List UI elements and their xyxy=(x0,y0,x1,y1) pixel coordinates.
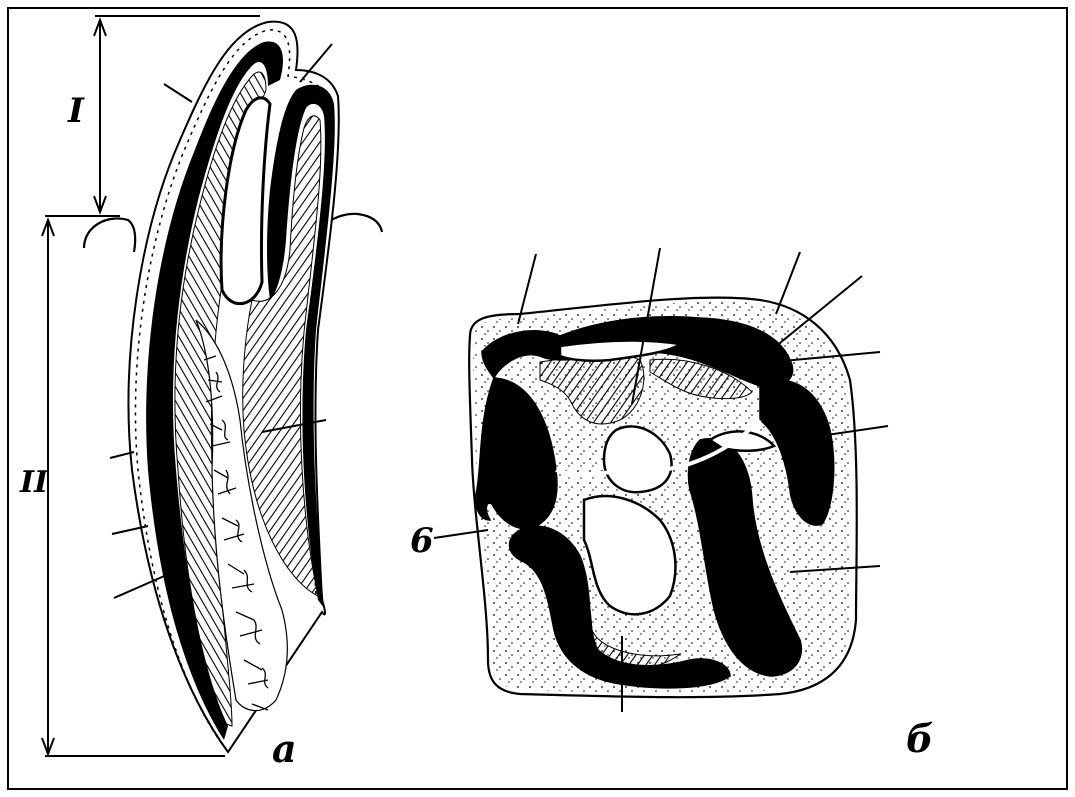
panel-b-tooth-cross-section: 6 б xyxy=(410,248,933,761)
panel-a-tooth-section: I II а xyxy=(19,16,382,771)
callout-label: 6 xyxy=(410,521,434,561)
panel-b-label: б xyxy=(906,716,933,761)
dimension-lower-label: II xyxy=(19,465,49,500)
gum-left xyxy=(84,218,135,252)
dimension-upper-label: I xyxy=(67,91,85,131)
panel-a-label: а xyxy=(272,726,297,771)
